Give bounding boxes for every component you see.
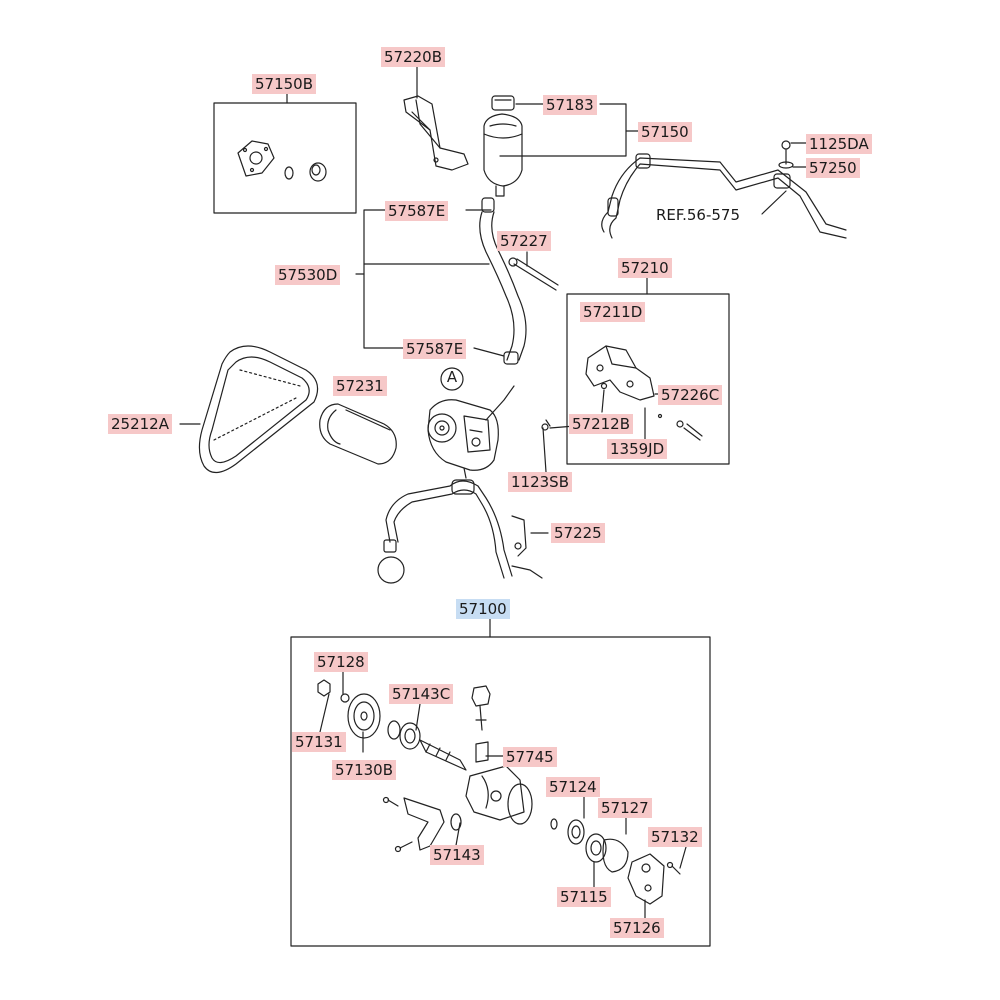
pump-exploded-drawing — [318, 680, 680, 904]
ref-hose-drawing — [602, 141, 846, 238]
callout-57143c[interactable]: 57143C — [389, 684, 454, 704]
callout-57115[interactable]: 57115 — [557, 887, 611, 907]
leader-lines — [180, 66, 807, 918]
callout-57127[interactable]: 57127 — [598, 798, 652, 818]
callout-57587e-bottom[interactable]: 57587E — [403, 339, 467, 359]
callout-57212b[interactable]: 57212B — [569, 414, 634, 434]
callout-57150b[interactable]: 57150B — [252, 74, 317, 94]
reference-ref-56-575[interactable]: REF.56-575 — [656, 206, 741, 224]
connection-marker-a: A — [446, 368, 458, 386]
callout-57587e-top[interactable]: 57587E — [385, 201, 449, 221]
callout-57227[interactable]: 57227 — [497, 231, 551, 251]
callout-57530d[interactable]: 57530D — [275, 265, 341, 285]
pump-bracket-drawing — [542, 346, 702, 440]
callout-57124[interactable]: 57124 — [546, 777, 600, 797]
callout-57231[interactable]: 57231 — [333, 376, 387, 396]
drive-belt-drawing — [199, 346, 317, 473]
callout-1359jd[interactable]: 1359JD — [607, 439, 668, 459]
callout-25212a[interactable]: 25212A — [108, 414, 172, 434]
callout-57130b[interactable]: 57130B — [332, 760, 397, 780]
kit-57150b-box — [214, 103, 356, 213]
callout-57183[interactable]: 57183 — [543, 95, 597, 115]
gasket-kit-drawing — [238, 141, 326, 181]
pump-57100-box — [291, 637, 710, 946]
callout-57100[interactable]: 57100 — [456, 599, 510, 619]
sleeve-57231-drawing — [320, 404, 397, 464]
return-hose-drawing — [480, 198, 526, 364]
reservoir-drawing — [484, 96, 522, 196]
callout-57250[interactable]: 57250 — [806, 158, 860, 178]
callout-57220b[interactable]: 57220B — [381, 47, 446, 67]
callout-57126[interactable]: 57126 — [610, 918, 664, 938]
callout-57211d[interactable]: 57211D — [580, 302, 646, 322]
pump-assembly-drawing — [428, 368, 514, 478]
pressure-hose-drawing — [378, 480, 542, 583]
bracket-57210-box — [567, 294, 729, 464]
callout-57150[interactable]: 57150 — [638, 122, 692, 142]
bolt-57227-drawing — [509, 258, 558, 290]
callout-57143[interactable]: 57143 — [430, 845, 484, 865]
callout-57226c[interactable]: 57226C — [658, 385, 723, 405]
reservoir-bracket-drawing — [404, 96, 468, 170]
callout-57210[interactable]: 57210 — [618, 258, 672, 278]
callout-57128[interactable]: 57128 — [314, 652, 368, 672]
callout-1123sb[interactable]: 1123SB — [508, 472, 572, 492]
callout-57225[interactable]: 57225 — [551, 523, 605, 543]
callout-1125da[interactable]: 1125DA — [806, 134, 872, 154]
callout-57132[interactable]: 57132 — [648, 827, 702, 847]
callout-57745[interactable]: 57745 — [503, 747, 557, 767]
callout-57131[interactable]: 57131 — [292, 732, 346, 752]
